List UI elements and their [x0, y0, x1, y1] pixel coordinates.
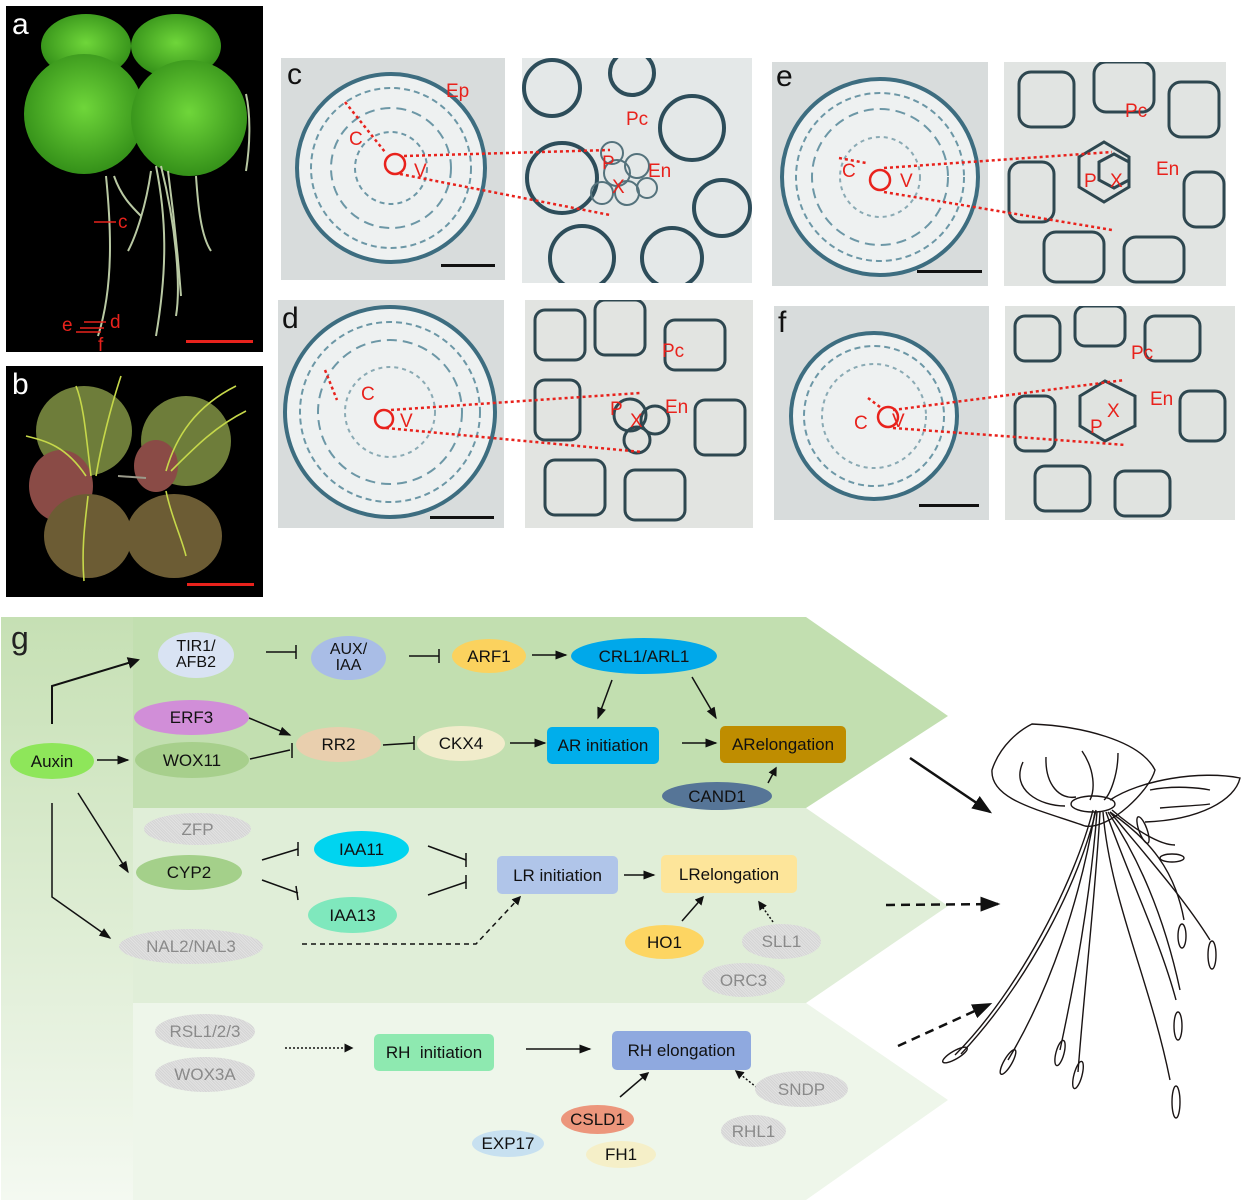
section-marker-f: f	[98, 335, 104, 352]
node-aux-iaa: AUX/ IAA	[311, 636, 386, 680]
edge-cand1-arelong	[767, 766, 777, 784]
panel-letter-a: a	[12, 8, 29, 41]
panel-letter-g: g	[11, 620, 29, 656]
panel-a-photo: a c d e f	[6, 6, 263, 352]
edge-iaa13-inhibits-lrinit	[427, 881, 467, 896]
label-p: P	[1084, 171, 1097, 192]
edge-rr2-inhibits-ckx4	[382, 742, 415, 746]
label-pc: Pc	[1125, 101, 1148, 122]
node-tir1-afb2: TIR1/ AFB2	[158, 632, 234, 678]
node-lr-initiation: LR initiation	[497, 856, 618, 894]
panel-c-zoom: Pc P X En	[522, 58, 752, 283]
node-sll1: SLL1	[742, 924, 821, 959]
panel-letter-c: c	[287, 58, 302, 91]
node-rh-initiation: RH initiation	[374, 1034, 494, 1071]
label-pc: Pc	[662, 341, 685, 362]
edge-rh-to-plant	[897, 1002, 993, 1048]
node-auxin: Auxin	[10, 743, 94, 779]
node-wox3a: WOX3A	[155, 1057, 255, 1092]
panel-letter-b: b	[12, 368, 29, 401]
label-x: X	[1110, 171, 1123, 192]
edge-auxin-tir1	[51, 657, 140, 724]
edge-crl1-arelong	[691, 676, 717, 720]
edge-auxin-nal	[51, 803, 112, 939]
panel-letter-f: f	[778, 306, 787, 339]
node-ckx4: CKX4	[417, 726, 505, 761]
edge-erf3-rr2	[248, 717, 292, 736]
section-marker-d: d	[110, 312, 121, 333]
node-exp17: EXP17	[472, 1130, 544, 1157]
duckweed-fronds-illustration	[25, 375, 254, 586]
label-ep: Ep	[446, 81, 470, 102]
duckweed-plant-illustration	[24, 14, 253, 343]
label-en: En	[1156, 159, 1180, 180]
panel-b-photo: b	[6, 366, 263, 597]
node-lr-elongation: LRelongation	[661, 855, 797, 893]
node-crl1-arl1: CRL1/ARL1	[571, 638, 717, 674]
node-iaa11: IAA11	[314, 831, 409, 867]
node-orc3: ORC3	[702, 963, 785, 997]
label-pc: Pc	[1131, 343, 1154, 364]
node-rsl1-2-3: RSL1/2/3	[155, 1014, 255, 1049]
node-cand1: CAND1	[662, 782, 772, 810]
panel-e-zoom: Pc P X En	[1004, 62, 1226, 286]
node-ar-elongation: ARelongation	[720, 726, 846, 763]
label-pc: Pc	[626, 109, 649, 130]
node-erf3: ERF3	[134, 700, 249, 735]
node-arf1: ARF1	[452, 639, 526, 673]
node-rhl1: RHL1	[721, 1115, 786, 1147]
edge-sll1-lrelong	[758, 900, 774, 923]
panel-f-zoom: Pc P X En	[1005, 306, 1235, 520]
section-marker-e: e	[62, 315, 73, 336]
label-en: En	[665, 397, 689, 418]
edge-crl1-arinit	[597, 679, 613, 720]
edge-lr-to-plant	[885, 896, 1001, 912]
edge-wox11-inhibits-rr2	[249, 749, 291, 760]
label-c: C	[361, 384, 375, 405]
edge-iaa11-inhibits-lrinit	[427, 845, 467, 861]
edge-cyp2-inhibits-iaa11	[261, 848, 299, 861]
label-c: C	[842, 161, 856, 182]
panel-letter-d: d	[282, 302, 299, 335]
node-sndp: SNDP	[755, 1071, 848, 1107]
node-ho1: HO1	[625, 925, 704, 959]
panel-letter-e: e	[776, 62, 793, 93]
label-x: X	[612, 177, 625, 198]
edge-cyp2-inhibits-iaa13	[261, 879, 299, 894]
node-ar-initiation: AR initiation	[547, 727, 659, 764]
node-zfp: ZFP	[144, 813, 251, 845]
label-p: P	[602, 153, 615, 174]
label-x: X	[630, 411, 643, 432]
label-v: V	[400, 411, 413, 432]
node-cyp2: CYP2	[136, 855, 242, 890]
section-marker-c: c	[118, 212, 128, 233]
edge-cslD1-rhelong	[619, 1072, 650, 1098]
node-rr2: RR2	[296, 727, 381, 762]
edge-ar-to-plant	[909, 756, 993, 814]
label-v: V	[900, 171, 913, 192]
label-en: En	[648, 161, 672, 182]
edge-ho1-lrelong	[681, 895, 704, 922]
edge-auxin-cyp2	[77, 792, 129, 874]
edge-nal-lrinit	[302, 895, 522, 945]
node-fh1: FH1	[586, 1141, 656, 1168]
node-iaa13: IAA13	[308, 897, 397, 933]
label-en: En	[1150, 389, 1174, 410]
label-c: C	[854, 413, 868, 434]
node-csld1: CSLD1	[561, 1105, 634, 1134]
node-wox11: WOX11	[135, 742, 249, 778]
node-rh-elongation: RH elongation	[612, 1031, 751, 1070]
node-nal2-nal3: NAL2/NAL3	[119, 929, 263, 964]
